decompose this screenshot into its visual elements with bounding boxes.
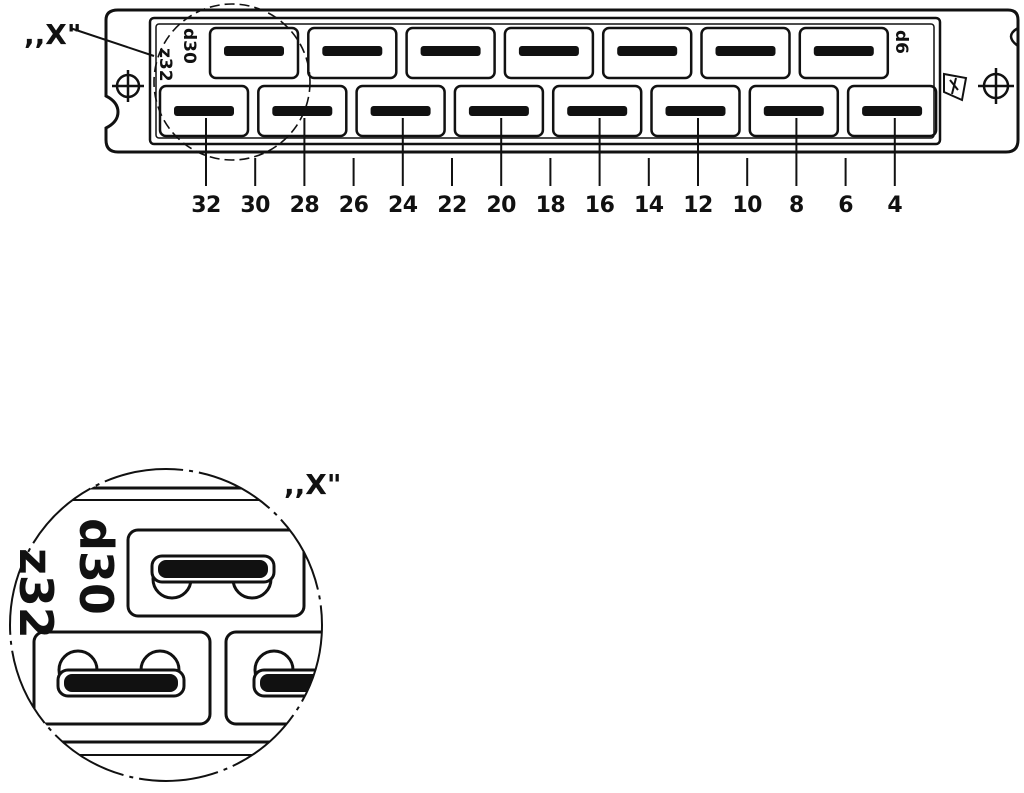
pin-number-label: 20 (486, 193, 516, 218)
pin-number-row: 32 30 28 26 24 22 20 18 16 14 12 10 8 6 4 (191, 118, 903, 218)
row-d-start-label: d6 (891, 30, 911, 54)
pin-number-label: 6 (838, 193, 853, 218)
contact-slot-z (355, 84, 446, 138)
contact-slot-z (551, 84, 643, 138)
pin-number-label: 14 (634, 193, 664, 218)
mounting-hole-left (112, 70, 144, 102)
pin-number-label: 28 (290, 193, 320, 218)
contact-slot-z (748, 84, 840, 138)
contact-slot-z (257, 84, 348, 138)
pin-number-label: 12 (683, 193, 713, 218)
contact-slot-d (798, 26, 890, 80)
row-z-end-label: z32 (155, 48, 175, 82)
contact-slot-d (405, 26, 496, 80)
contact-slot-d (307, 26, 398, 80)
contact-row-d (208, 26, 890, 80)
connector-body (104, 8, 1020, 154)
contact-slot-z (846, 84, 938, 138)
contact-slot-d (700, 26, 791, 80)
detail-view: d30 z32 ,,X" (9, 468, 341, 782)
pin-number-label: 4 (887, 193, 902, 218)
detail-row-z-label: z32 (9, 548, 63, 639)
pin-number-label: 26 (339, 193, 369, 218)
detail-callout-circle (153, 3, 311, 161)
contact-slot-d (208, 26, 300, 80)
contact-slot-d (503, 26, 595, 80)
callout-label: ,,X" (24, 18, 81, 51)
manufacturer-mark (943, 72, 968, 102)
pin-number-label: 16 (585, 193, 615, 218)
pin-number-label: 10 (732, 193, 762, 218)
detail-outline-circle (9, 468, 323, 782)
contact-slot-z (453, 84, 545, 138)
pin-number-label: 24 (388, 193, 418, 218)
row-d-end-label: d30 (179, 28, 199, 64)
contact-row-z (158, 84, 938, 138)
mounting-hole-right (978, 68, 1014, 104)
contact-slot-d (601, 26, 693, 80)
pin-number-label: 22 (437, 193, 467, 218)
callout-leader (69, 27, 155, 57)
pin-number-label: 30 (240, 193, 270, 218)
pin-number-label: 32 (191, 193, 221, 218)
contact-slot-z (158, 84, 250, 138)
pin-number-label: 8 (789, 193, 804, 218)
detail-row-d-label: d30 (69, 518, 123, 615)
detail-label: ,,X" (284, 468, 341, 501)
pin-number-label: 18 (536, 193, 566, 218)
contact-slot-z (650, 84, 741, 138)
